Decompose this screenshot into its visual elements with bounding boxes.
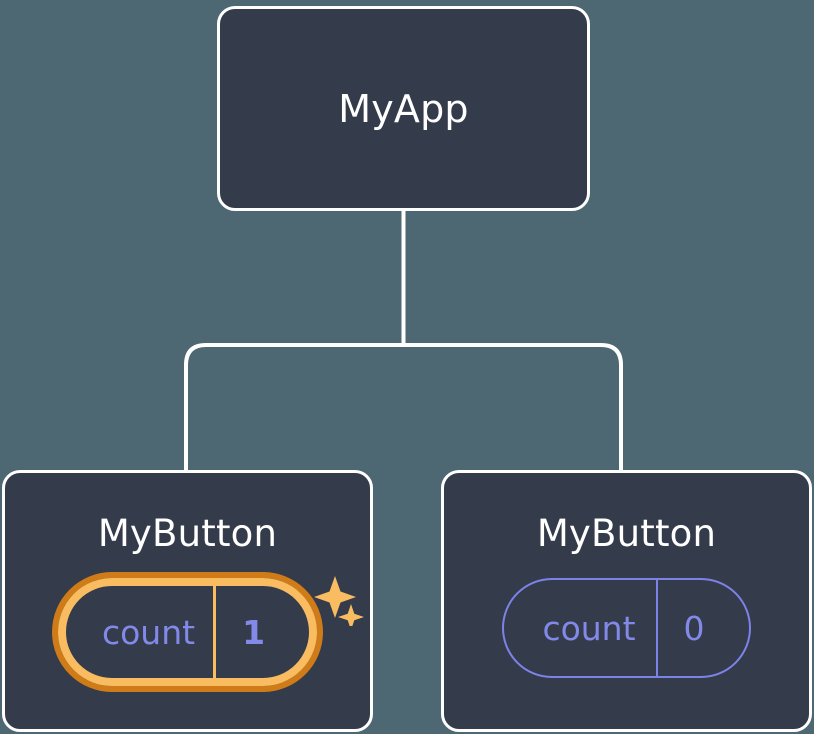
sparkle-large-icon [314,576,357,618]
node-child-mybutton-2[interactable]: MyButton count 0 [441,470,812,732]
state-value-label: 1 [213,586,309,678]
state-pill-plain[interactable]: count 0 [502,578,751,678]
connector-branch-bar [184,343,623,470]
state-key-label: count [101,612,196,652]
node-child-title: MyButton [536,512,717,555]
sparkle-small-icon [338,604,365,626]
node-root-title: MyApp [338,86,469,131]
state-value-label: 0 [655,580,749,676]
node-child-mybutton-1[interactable]: MyButton count 1 [2,470,373,732]
state-pill-highlighted[interactable]: count 1 [57,578,318,686]
state-pill-wrapper: count 0 [502,578,751,678]
state-key-label: count [542,608,636,648]
node-child-title: MyButton [97,512,278,555]
node-root-myapp[interactable]: MyApp [217,6,590,211]
state-pill-wrapper: count 1 [57,576,365,686]
